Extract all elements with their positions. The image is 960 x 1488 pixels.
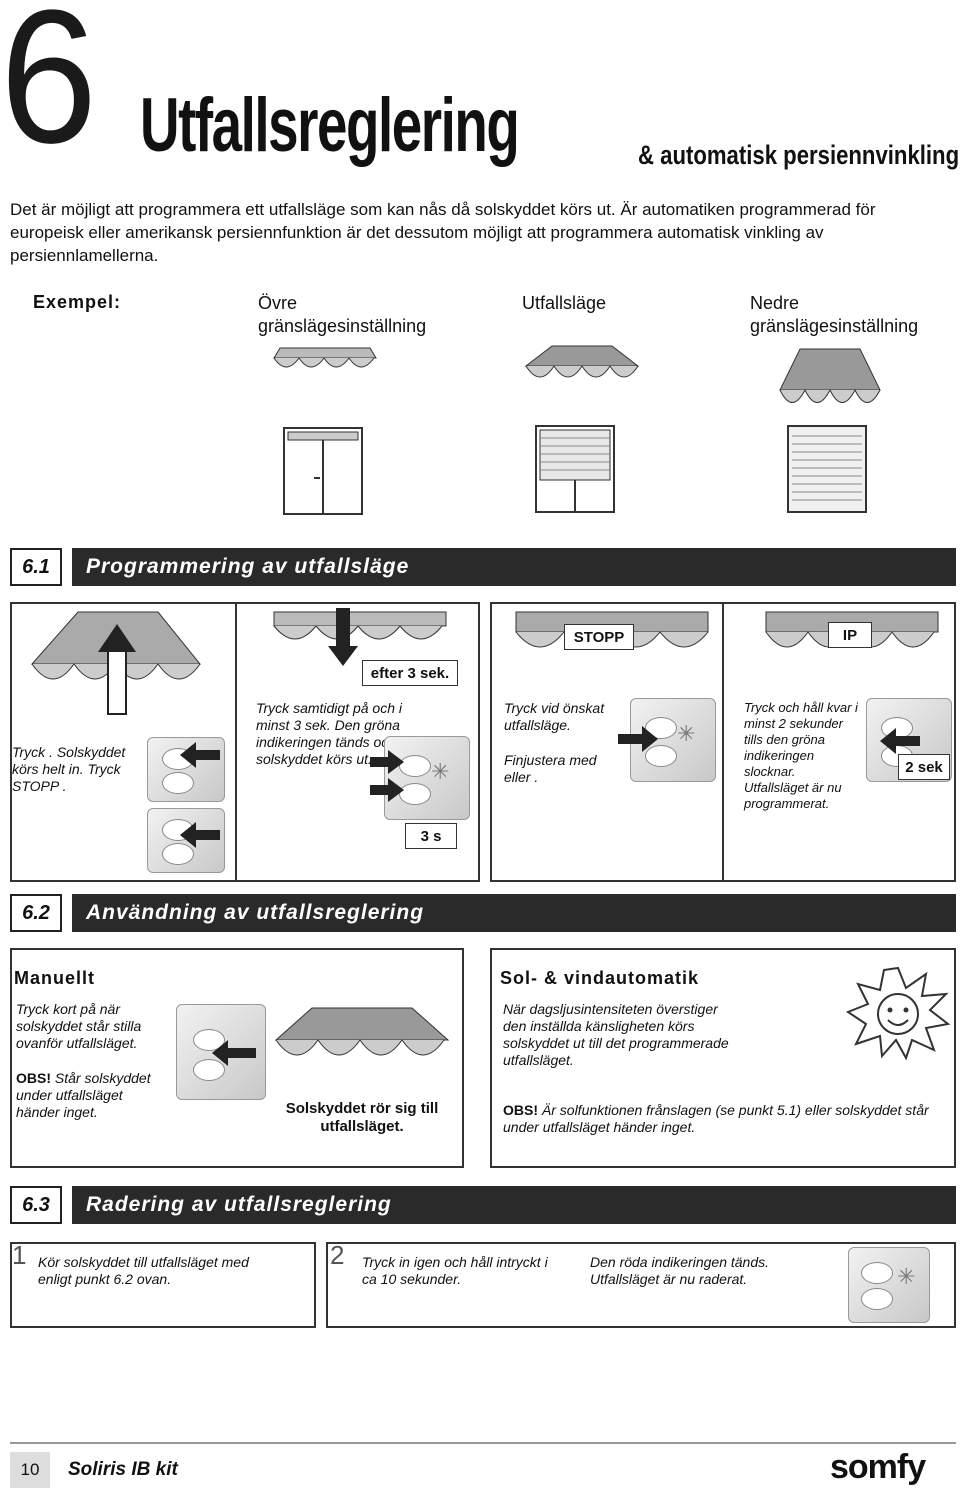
section-6-3-header: 6.3 Radering av utfallsreglering [10,1186,956,1224]
section-number: 6.2 [10,894,62,932]
auto-obs-text: Är solfunktionen frånslagen (se punkt 5.… [503,1102,929,1135]
remote-control: ✳ [848,1247,930,1323]
3s-tag: 3 s [405,823,457,849]
page-number: 10 [10,1452,50,1488]
awning-extended-illustration [779,348,881,403]
auto-panel [490,948,956,1168]
obs-label: OBS! [503,1102,538,1118]
stopp-tag: STOPP [564,624,634,650]
sun-sensor-icon: ✳ [431,759,450,784]
window-open-illustration [283,427,363,515]
footer-rule [10,1442,956,1444]
section-6-2-header: 6.2 Användning av utfallsreglering [10,894,956,932]
chapter-number: 6 [0,0,98,183]
manual-text: Tryck kort på när solskyddet står stilla… [16,1001,142,1051]
manual-caption: Solskyddet rör sig till utfallsläget. [285,1100,439,1135]
auto-heading: Sol- & vindautomatik [500,968,700,988]
section-6-1-header: 6.1 Programmering av utfallsläge [10,548,956,586]
sun-sensor-icon: ✳ [677,721,696,746]
down-button-icon [162,843,194,865]
intro-text: Det är möjligt att programmera ett utfal… [10,200,876,265]
remote-control [147,808,225,873]
after-3-sec-tag: efter 3 sek. [362,660,458,686]
down-button-icon [645,745,677,767]
remote-control [147,737,225,802]
window-closed-blind-illustration [787,425,867,513]
example-col-mid: Utfallsläge [522,293,607,313]
step2-text: Tryck samtidigt på och i minst 3 sek. De… [256,700,403,767]
section-number: 6.3 [10,1186,62,1224]
up-button-icon [645,717,677,739]
arrow-left-icon [212,1040,256,1066]
manual-obs-text: Står solskyddet under utfallsläget hände… [16,1070,151,1120]
down-button-icon [861,1288,893,1310]
manual-heading: Manuellt [14,968,96,988]
remote-control: ✳ [630,698,716,782]
product-name: Soliris IB kit [68,1459,178,1480]
awning-up-arrow-illustration [30,611,202,715]
erase-step1-text: Kör solskyddet till utfallsläget med enl… [38,1254,249,1287]
arrow-right-icon [618,726,658,752]
section-title: Användning av utfallsreglering [72,894,956,932]
example-col-lower: Nedre gränslägesinställning [750,293,919,336]
awning-down-arrow-illustration [273,608,447,666]
up-button-icon [193,1029,225,1051]
divider [722,602,724,882]
ip-tag: IP [828,622,872,648]
page-title: Utfallsreglering [140,83,520,168]
down-button-icon [193,1059,225,1081]
arrow-left-icon [180,742,220,768]
step3b-text: Finjustera med eller . [504,752,597,785]
awning-partial-illustration [524,345,640,378]
step4-text: Tryck och håll kvar i minst 2 sekunder t… [744,700,858,811]
up-button-icon [399,755,431,777]
example-label: Exempel: [33,292,122,312]
down-button-icon [399,783,431,805]
auto-text: När dagsljusintensiteten överstiger den … [503,1001,729,1068]
window-partial-blind-illustration [535,425,615,513]
erase-result-text: Den röda indikeringen tänds. Utfallsläge… [590,1254,770,1287]
remote-control: ✳ [384,736,470,820]
arrow-left-icon [880,728,920,754]
example-col-upper: Övre gränslägesinställning [258,293,427,336]
manual-obs: OBS! Står solskyddet under utfallsläget … [16,1070,166,1121]
section-title: Programmering av utfallsläge [72,548,956,586]
awning-retracted-illustration [273,347,377,368]
sun-icon [846,966,950,1060]
erase-step2-text: Tryck in igen och håll intryckt i ca 10 … [362,1254,548,1287]
down-button-icon [162,772,194,794]
erase-step-1-panel [10,1242,316,1328]
section-number: 6.1 [10,548,62,586]
step1-text: Tryck . Solskyddet körs helt in. Tryck S… [12,744,126,794]
obs-label: OBS! [16,1070,51,1086]
2-sek-tag: 2 sek [898,754,950,780]
step-number: 1 [12,1240,27,1270]
step3-text: Tryck vid önskat utfallsläge. [504,700,605,733]
arrow-right-icon [370,750,404,802]
section-title: Radering av utfallsreglering [72,1186,956,1224]
step-number: 2 [330,1240,345,1270]
sun-sensor-icon: ✳ [897,1264,916,1289]
brand-logo: somfy [830,1448,926,1486]
awning-partial-illustration [274,1007,450,1056]
auto-obs: OBS! Är solfunktionen frånslagen (se pun… [503,1102,943,1136]
page-subtitle: & automatisk persiennvinkling [638,140,960,170]
divider [235,602,237,882]
up-button-icon [861,1262,893,1284]
arrow-left-icon [180,822,220,848]
